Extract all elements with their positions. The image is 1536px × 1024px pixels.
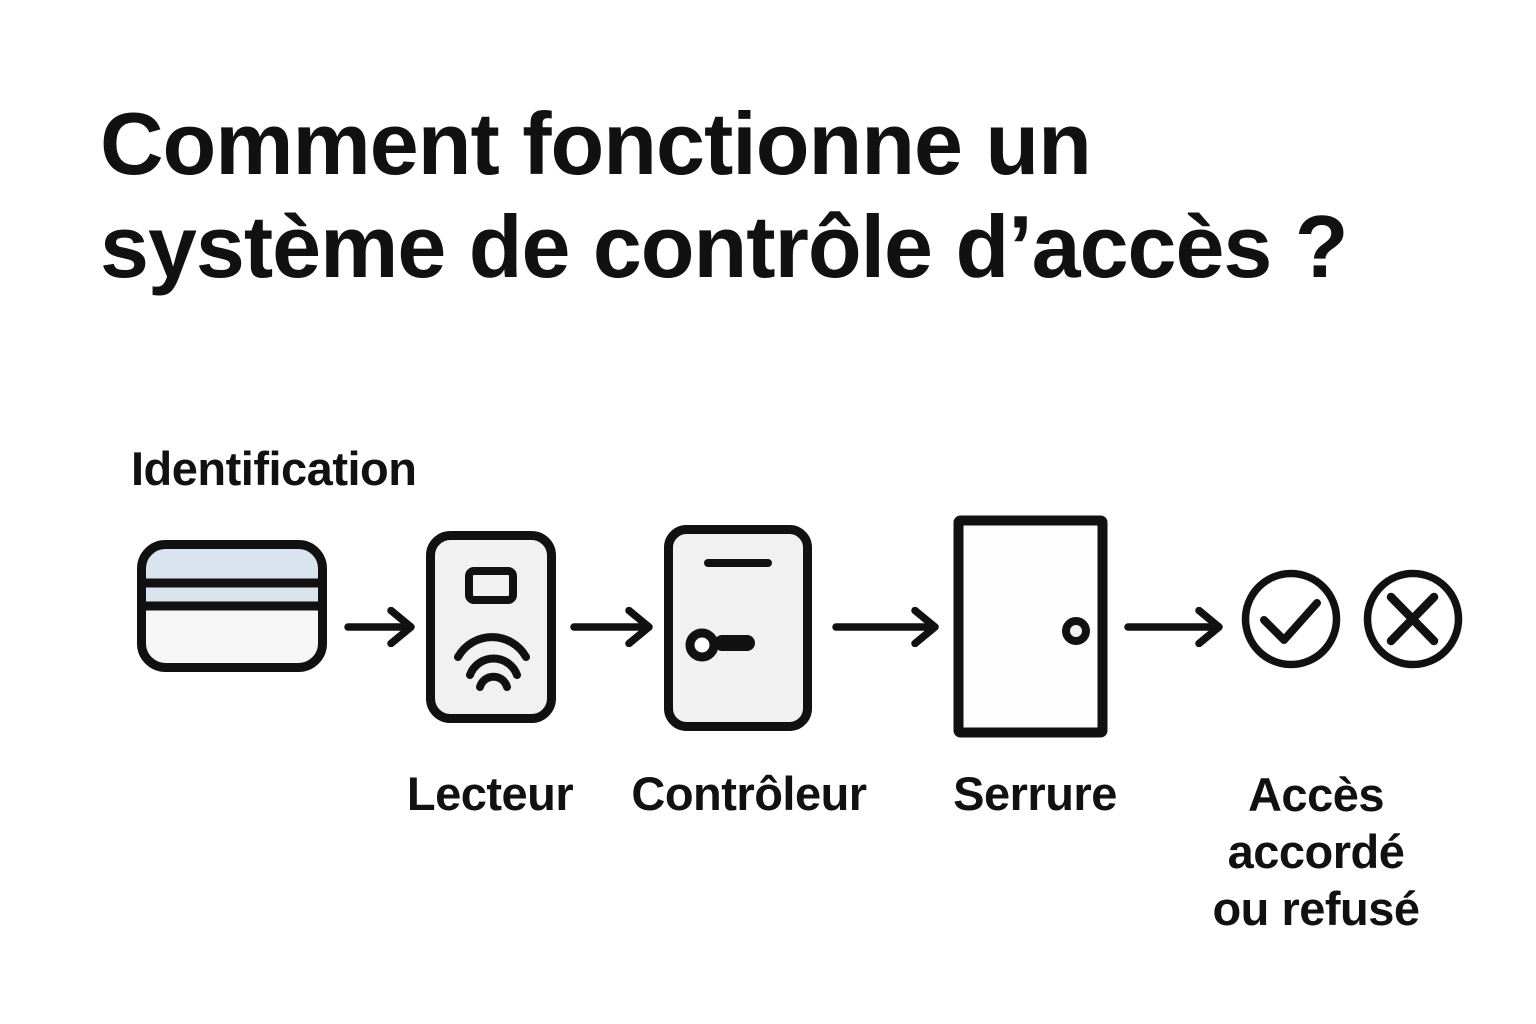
page-title-line1: Comment fonctionne un — [100, 94, 1092, 193]
contactless-waves-icon — [454, 633, 530, 691]
result-label-line2: accordé — [1227, 825, 1405, 878]
access-card-icon — [137, 540, 327, 672]
controller-label: Contrôleur — [631, 767, 867, 820]
arrow-right-icon — [344, 607, 415, 647]
result-label: Accès accordé ou refusé — [1212, 766, 1420, 937]
badge-reader-icon — [426, 531, 556, 723]
reader-label: Lecteur — [406, 767, 574, 820]
x-circle-icon — [1363, 569, 1463, 669]
identification-label: Identification — [131, 442, 417, 495]
page-title: Comment fonctionne un système de contrôl… — [100, 92, 1460, 298]
check-circle-icon — [1241, 569, 1341, 669]
controller-key-icon — [664, 525, 812, 731]
result-label-line3: ou refusé — [1212, 882, 1420, 935]
lock-label: Serrure — [953, 767, 1117, 820]
arrow-right-icon — [570, 607, 653, 647]
arrow-right-icon — [832, 607, 939, 647]
door-knob-icon — [1062, 617, 1090, 645]
arrow-right-icon — [1124, 607, 1223, 647]
door-icon — [953, 515, 1108, 738]
page-title-line2: système de contrôle d’accès ? — [100, 197, 1349, 296]
result-label-line1: Accès — [1247, 768, 1385, 821]
key-icon — [685, 628, 755, 662]
